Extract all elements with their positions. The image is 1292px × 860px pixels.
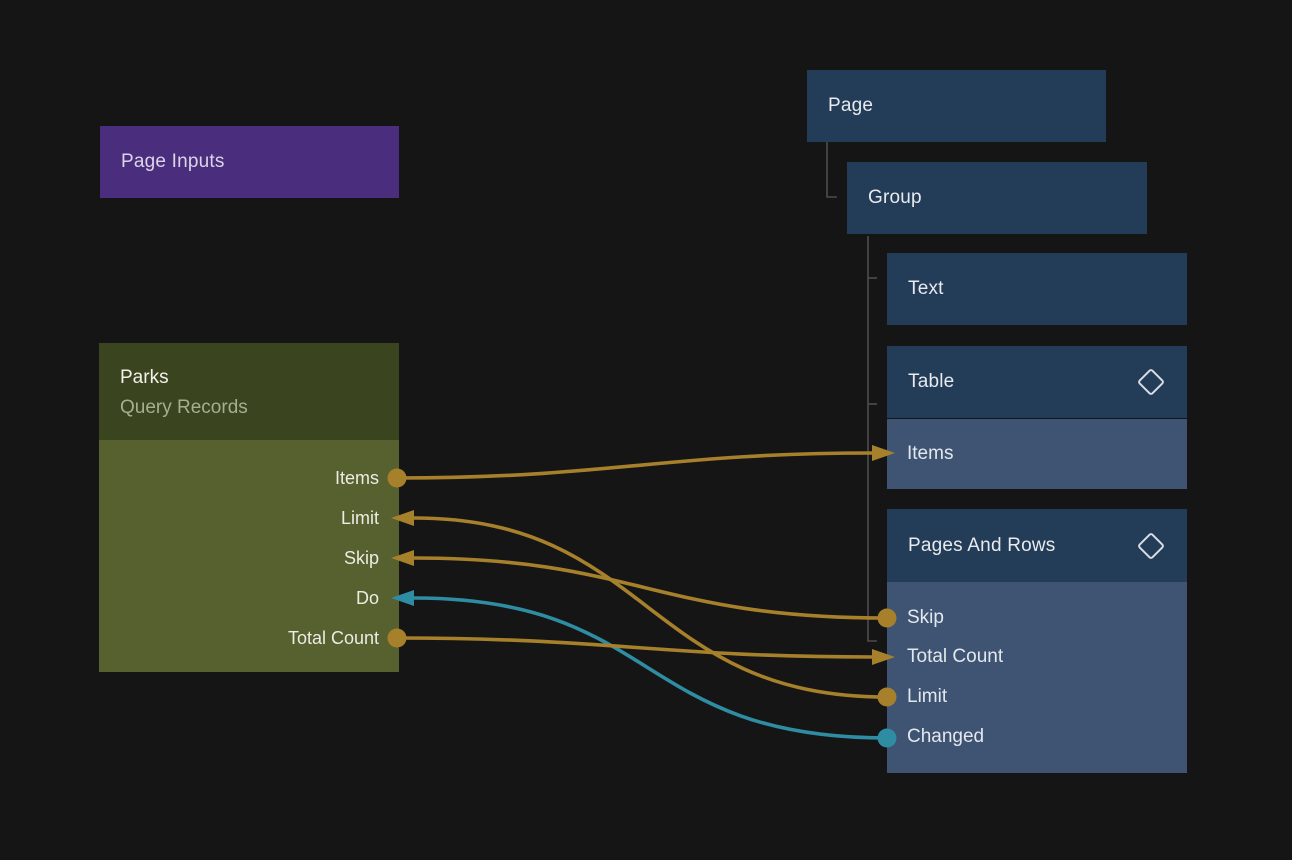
port-total-count-label: Total Count — [287, 628, 379, 648]
node-parks-title: Parks — [120, 367, 169, 388]
wire-parks-items-to-table-items[interactable] — [396, 451, 875, 480]
node-parks-query[interactable]: Parks Query Records Items Limit Skip Do … — [99, 343, 399, 672]
tree-node-page-title: Page — [828, 95, 874, 116]
port-items-label: Items — [334, 468, 379, 488]
tree-node-table-title: Table — [908, 371, 955, 392]
pages-port-changed-label: Changed — [907, 726, 985, 747]
tree-node-pages-and-rows[interactable]: Pages And Rows — [887, 509, 1187, 582]
diamond-icon — [1136, 367, 1166, 397]
wire-pages-skip-to-parks-skip[interactable] — [413, 556, 888, 620]
tree-node-pages-and-rows-ports[interactable]: Skip Total Count Limit Changed — [887, 582, 1187, 773]
tree-node-page[interactable]: Page — [807, 70, 1106, 142]
tree-node-text[interactable]: Text — [887, 253, 1187, 325]
diamond-icon — [1136, 531, 1166, 560]
port-limit-label: Limit — [340, 508, 379, 528]
wire-pages-limit-to-parks-limit[interactable] — [413, 516, 888, 699]
node-parks-subtitle: Query Records — [120, 397, 248, 418]
tree-node-pages-and-rows-title: Pages And Rows — [908, 534, 1056, 556]
node-page-inputs[interactable]: Page Inputs — [100, 126, 399, 198]
tree-node-table[interactable]: Table — [887, 346, 1187, 418]
pages-port-limit-label: Limit — [907, 686, 948, 707]
pages-port-skip-label: Skip — [907, 607, 944, 628]
node-page-inputs-title: Page Inputs — [121, 151, 225, 172]
tree-node-group-title: Group — [868, 187, 922, 208]
tree-node-text-title: Text — [908, 278, 944, 299]
pages-port-total-count-label: Total Count — [907, 646, 1004, 667]
tree-node-group[interactable]: Group — [847, 162, 1147, 234]
node-parks-header: Parks Query Records — [99, 343, 399, 440]
node-parks-ports: Items Limit Skip Do Total Count — [99, 440, 399, 672]
tree-line-group-children — [867, 236, 877, 642]
port-skip-label: Skip — [343, 548, 379, 568]
port-do-label: Do — [355, 588, 379, 608]
table-items-row-label: Items — [907, 443, 954, 464]
wire-pages-changed-to-parks-do[interactable] — [413, 596, 888, 740]
wire-parks-total-count-to-pages-total-count[interactable] — [396, 636, 875, 659]
tree-node-table-items-row[interactable]: Items — [887, 419, 1187, 489]
tree-line-page-group — [826, 142, 837, 198]
